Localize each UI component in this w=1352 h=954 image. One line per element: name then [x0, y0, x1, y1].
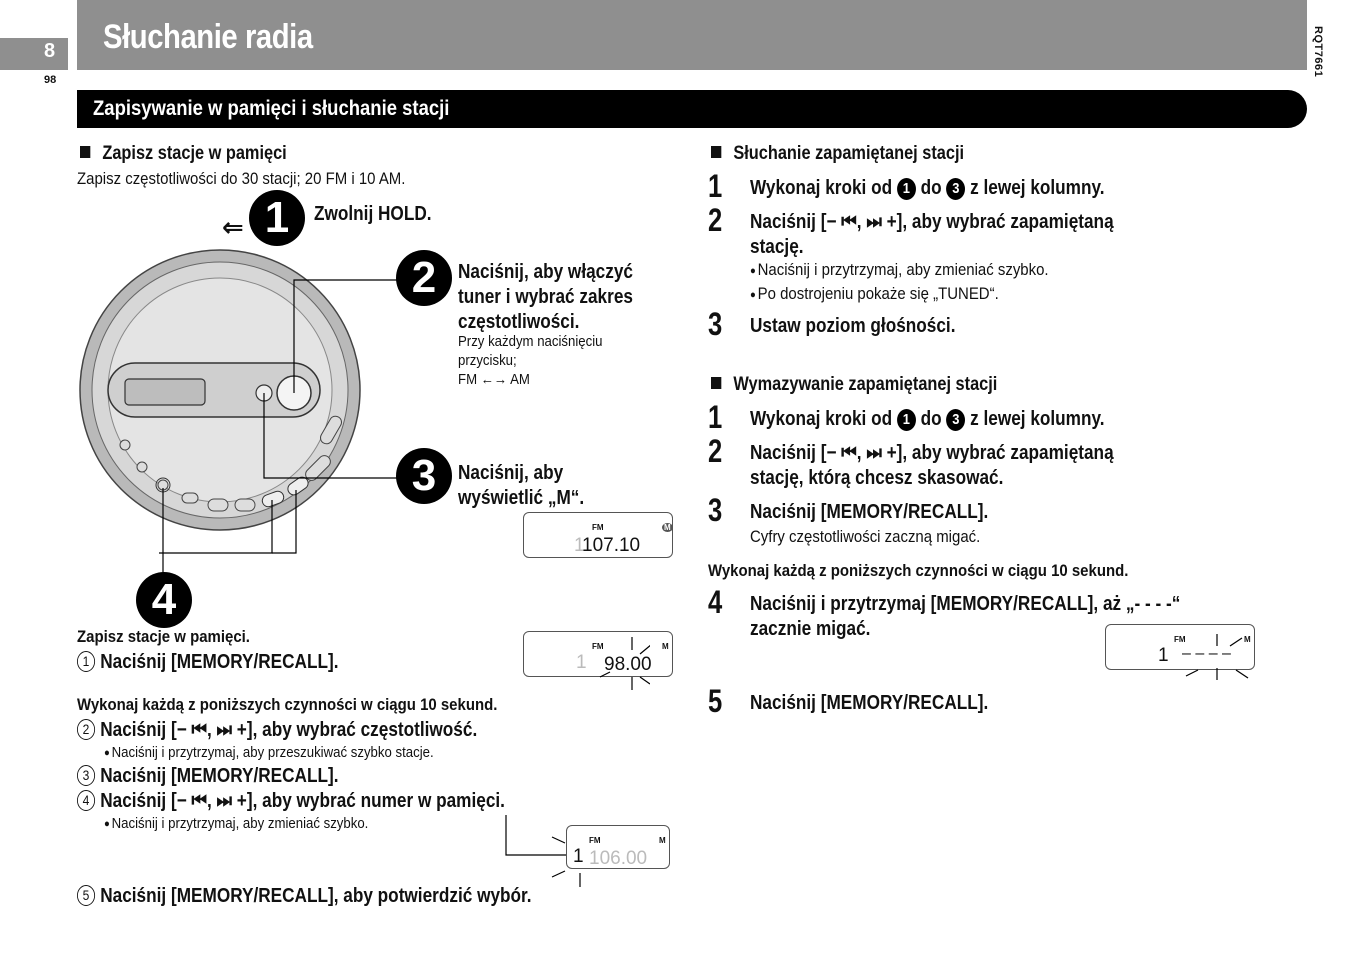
- sub1-number: 1: [77, 651, 96, 672]
- lcd-m-label: M: [1244, 635, 1251, 644]
- step4-badge: 4: [136, 572, 192, 628]
- listen-step2-number: 2: [708, 202, 723, 238]
- lcd-fm-label: FM: [592, 642, 604, 651]
- section-bar: [77, 90, 1307, 128]
- step3-badge: 3: [396, 448, 452, 504]
- listen-step3-text: Ustaw poziom głośności.: [750, 315, 956, 337]
- sub3-text: Naciśnij [MEMORY/RECALL].: [100, 765, 339, 787]
- erase-step4-line2: zacznie migać.: [750, 618, 871, 640]
- lcd-digit: 1: [573, 846, 584, 867]
- lcd-fm-label: FM: [589, 836, 601, 845]
- listen-heading: Słuchanie zapamiętanej stacji: [711, 143, 964, 165]
- lcd-m-label: M: [662, 523, 673, 532]
- step3-line2: wyświetlić „M“.: [458, 487, 585, 509]
- lcd-value: 107.10: [582, 535, 641, 556]
- lcd-m-label: M: [659, 836, 666, 845]
- blink-rays-icon: [599, 637, 650, 690]
- step1-text: Zwolnij HOLD.: [314, 203, 432, 225]
- arrow-left-icon: ⇐: [222, 212, 244, 242]
- lcd-display-2: FM M 1 98.00: [523, 631, 673, 677]
- lcd-m-label: M: [662, 642, 669, 651]
- sub5-number: 5: [77, 885, 96, 906]
- square-bullet-icon: [80, 146, 91, 158]
- page-number-box: [0, 38, 68, 70]
- left-heading: Zapisz stacje w pamięci: [80, 143, 287, 165]
- save-title: Zapisz stacje w pamięci.: [77, 627, 250, 646]
- erase-step1-text: Wykonaj kroki od 1 do 3 z lewej kolumny.: [750, 408, 1105, 431]
- erase-step4-line1: Naciśnij i przytrzymaj [MEMORY/RECALL], …: [750, 593, 1181, 615]
- erase-step5-text: Naciśnij [MEMORY/RECALL].: [750, 692, 989, 714]
- section-title: Zapisywanie w pamięci i słuchanie stacji: [93, 97, 450, 120]
- square-bullet-icon: [711, 377, 722, 389]
- listen-step1-number: 1: [708, 168, 723, 204]
- listen-step3-number: 3: [708, 306, 723, 342]
- step2-badge: 2: [396, 250, 452, 306]
- left-intro: Zapisz częstotliwości do 30 stacji; 20 F…: [77, 169, 406, 188]
- page-sub-number: 98: [44, 74, 57, 86]
- sub4-text: Naciśnij [− ⏮, ⏭ +], aby wybrać numer w …: [100, 790, 505, 812]
- square-bullet-icon: [711, 146, 722, 158]
- page-number: 8: [44, 40, 56, 62]
- lcd-dashes: – – – –: [1182, 645, 1231, 662]
- listen-step2-bullet1: Naciśnij i przytrzymaj, aby zmieniać szy…: [750, 260, 1049, 280]
- erase-step3-number: 3: [708, 492, 723, 528]
- lcd-ghost-digit: 1: [574, 535, 585, 556]
- sub2-text: Naciśnij [− ⏮, ⏭ +], aby wybrać częstotl…: [100, 719, 478, 741]
- lcd-value: 98.00: [604, 654, 652, 675]
- lcd-display-erase: FM M 1 – – – –: [1105, 624, 1255, 670]
- erase-heading: Wymazywanie zapamiętanej stacji: [711, 374, 997, 396]
- lcd-display-3: FM M 1 106.00: [566, 825, 670, 869]
- sub2-number: 2: [77, 719, 96, 740]
- step-ref-3-icon: 3: [946, 409, 966, 431]
- step2-note1: Przy każdym naciśnięciu: [458, 333, 603, 350]
- lcd-fm-label: FM: [592, 523, 604, 532]
- step2-line3: częstotliwości.: [458, 311, 580, 333]
- step2-line2: tuner i wybrać zakres: [458, 286, 633, 308]
- erase-step3-note: Cyfry częstotliwości zaczną migać.: [750, 527, 981, 546]
- listen-step2-line1: Naciśnij [− ⏮, ⏭ +], aby wybrać zapamięt…: [750, 211, 1114, 233]
- erase-step4-number: 4: [708, 584, 723, 620]
- step1-badge: 1: [249, 190, 305, 246]
- doc-code: RQT7661: [1312, 26, 1324, 78]
- sub3-number: 3: [77, 765, 96, 786]
- sub1-text: Naciśnij [MEMORY/RECALL].: [100, 651, 339, 673]
- listen-step2-bullet2: Po dostrojeniu pokaże się „TUNED“.: [750, 284, 999, 304]
- cd-player-illustration: [79, 249, 361, 531]
- lcd-ghost-value: 106.00: [589, 848, 648, 869]
- lcd-fm-label: FM: [1174, 635, 1186, 644]
- step-ref-3-icon: 3: [946, 178, 966, 200]
- erase-step3-text: Naciśnij [MEMORY/RECALL].: [750, 501, 989, 523]
- sub5-text: Naciśnij [MEMORY/RECALL], aby potwierdzi…: [100, 885, 532, 907]
- step2-line1: Naciśnij, aby włączyć: [458, 261, 633, 283]
- do-within-right: Wykonaj każdą z poniższych czynności w c…: [708, 561, 1129, 580]
- do-within-left: Wykonaj każdą z poniższych czynności w c…: [77, 695, 498, 714]
- step3-line1: Naciśnij, aby: [458, 462, 564, 484]
- sub2-bullet: Naciśnij i przytrzymaj, aby przeszukiwać…: [104, 744, 434, 761]
- step2-note3: FM ←→ AM: [458, 371, 530, 388]
- listen-step1-text: Wykonaj kroki od 1 do 3 z lewej kolumny.: [750, 177, 1105, 200]
- erase-step5-number: 5: [708, 683, 723, 719]
- step-ref-1-icon: 1: [896, 178, 916, 200]
- erase-step2-number: 2: [708, 433, 723, 469]
- sub4-bullet: Naciśnij i przytrzymaj, aby zmieniać szy…: [104, 815, 369, 832]
- erase-step2-line2: stację, którą chcesz skasować.: [750, 467, 1004, 489]
- header-bar: [77, 0, 1307, 70]
- leader-lines: [159, 279, 398, 574]
- sub4-number: 4: [77, 790, 96, 811]
- step2-note2: przycisku;: [458, 352, 517, 369]
- lcd-digit: 1: [1158, 645, 1169, 666]
- blink-rays-icon: [1185, 634, 1249, 680]
- step-ref-1-icon: 1: [896, 409, 916, 431]
- listen-step2-line2: stację.: [750, 236, 804, 258]
- erase-step2-line1: Naciśnij [− ⏮, ⏭ +], aby wybrać zapamięt…: [750, 442, 1114, 464]
- page-title: Słuchanie radia: [103, 18, 313, 56]
- lcd-display-1: FM M 1 107.10: [523, 512, 673, 558]
- lcd-ghost-digit: 1: [576, 652, 587, 673]
- erase-step1-number: 1: [708, 399, 723, 435]
